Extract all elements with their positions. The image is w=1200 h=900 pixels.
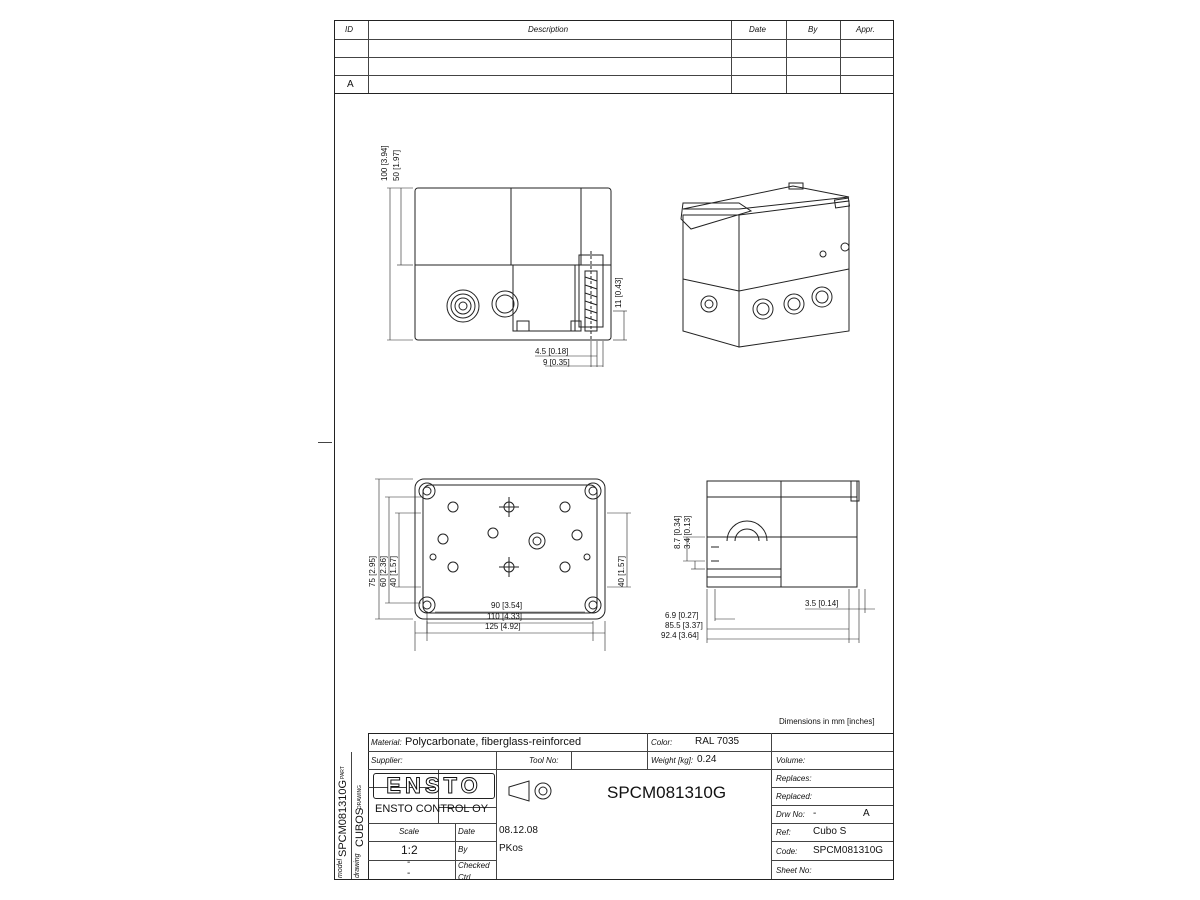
dim-top-width-110: 110 [4.33] [487, 612, 522, 621]
side-drawing-tag: DRAWING [357, 785, 363, 809]
replaces-label: Replaces: [776, 774, 812, 783]
side-model-value: SPCM081310G [337, 779, 349, 857]
company-name: ENSTO CONTROL OY [375, 803, 489, 815]
color-value: RAL 7035 [695, 736, 740, 747]
material-label: Material: [371, 738, 402, 747]
dim-section-3-5: 3.5 [0.14] [805, 599, 839, 608]
sheet-no-label: Sheet No: [776, 866, 812, 875]
drw-no-label: Drw No: [776, 810, 805, 819]
drawing-sheet: ID Description Date By Appr. A [334, 20, 895, 882]
rev-header-date: Date [749, 25, 766, 34]
replaced-label: Replaced: [776, 792, 813, 801]
scale-label: Scale [399, 827, 420, 836]
dim-top-height-40: 40 [1.57] [389, 555, 398, 587]
dim-top-width-90: 90 [3.54] [491, 601, 523, 610]
dim-top-width-125: 125 [4.92] [485, 622, 521, 631]
rev-header-appr: Appr. [856, 25, 875, 34]
dim-section-92-4: 92.4 [3.64] [661, 631, 699, 640]
side-view [387, 187, 627, 367]
ctrl-label: Ctrl [458, 873, 471, 882]
dim-section-85-5: 85.5 [3.37] [665, 621, 703, 630]
date-label: Date [458, 827, 475, 836]
by-value: PKos [499, 843, 523, 854]
drawing-number: SPCM081310G [607, 783, 727, 802]
checked-label: Checked [458, 861, 490, 870]
ref-label: Ref: [776, 828, 791, 837]
weight-value: 0.24 [697, 754, 717, 765]
ensto-logo-text: ENSTO [386, 773, 482, 798]
top-view [375, 478, 631, 651]
volume-label: Volume: [776, 756, 806, 765]
ref-value: Cubo S [813, 826, 847, 837]
scale-value: 1:2 [401, 843, 418, 857]
side-model-label: model [337, 858, 344, 878]
dim-top-height-75: 75 [2.95] [368, 555, 377, 587]
ensto-logo: ENSTO [373, 773, 495, 799]
dim-top-height-60: 60 [2.36] [379, 555, 388, 587]
dim-section-3-4: 3.4 [0.13] [683, 515, 692, 549]
isometric-view [680, 182, 851, 348]
dim-side-bottom-4-5: 4.5 [0.18] [535, 347, 569, 356]
rev-header-description: Description [528, 25, 569, 34]
scale-dash-2: - [407, 868, 411, 879]
units-note: Dimensions in mm [inches] [779, 717, 875, 726]
side-model-tag: PART [340, 766, 346, 779]
drw-rev: A [863, 808, 870, 819]
technical-drawing-views [375, 182, 875, 651]
drw-no-value: - [813, 808, 817, 819]
side-drawing-label: drawing [354, 853, 361, 878]
dim-top-right-40: 40 [1.57] [617, 555, 626, 587]
code-value: SPCM081310G [813, 845, 884, 856]
code-label: Code: [776, 847, 798, 856]
dim-side-height-100: 100 [3.94] [380, 145, 389, 181]
supplier-label: Supplier: [371, 756, 403, 765]
rev-header-by: By [808, 25, 818, 34]
material-value: Polycarbonate, fiberglass-reinforced [405, 736, 582, 748]
dim-side-bottom-9: 9 [0.35] [543, 358, 570, 367]
rev-row-id: A [347, 79, 354, 90]
side-drawing-value: CUBOS [354, 807, 366, 847]
by-label: By [458, 845, 468, 854]
margin-tick [318, 442, 332, 443]
rev-header-id: ID [345, 25, 353, 34]
dim-side-right-11: 11 [0.43] [614, 277, 623, 308]
revision-table: ID Description Date By Appr. A [335, 21, 895, 94]
projection-symbol-icon [508, 780, 552, 802]
dim-section-6-9: 6.9 [0.27] [665, 611, 699, 620]
scale-dash-1: - [407, 857, 411, 868]
dim-side-height-50: 50 [1.97] [392, 149, 401, 181]
section-view [683, 480, 875, 643]
date-value: 08.12.08 [499, 825, 538, 836]
color-label: Color: [651, 738, 673, 747]
title-block: Material: Polycarbonate, fiberglass-rein… [335, 733, 893, 882]
tool-no-label: Tool No: [529, 756, 559, 765]
dim-section-8-7: 8.7 [0.34] [673, 515, 682, 549]
weight-label: Weight [kg]: [651, 756, 694, 765]
